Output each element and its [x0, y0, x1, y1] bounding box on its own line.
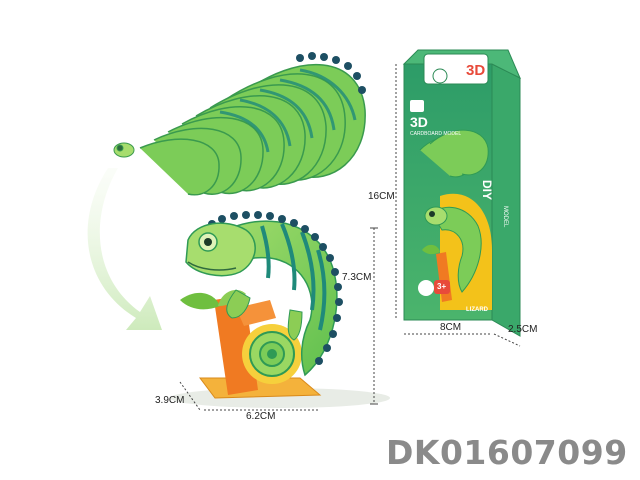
box-title: 3D [410, 114, 428, 130]
box-logo: 3D [466, 62, 486, 79]
model-height-label: 7.3CM [342, 272, 372, 283]
assembled-chameleon [180, 211, 343, 399]
box-age-badge: 3+ [437, 282, 447, 291]
model-dimension-lines [179, 227, 378, 411]
assembly-arrow [87, 168, 162, 330]
product-code: DK01607099 [386, 433, 628, 472]
box-height-label: 16CM [368, 191, 395, 202]
box-width-label: 8CM [440, 322, 462, 333]
box-side-title: DIY [480, 180, 494, 201]
box-side-subtitle: MODEL [502, 206, 508, 228]
model-width-label: 6.2CM [246, 411, 276, 422]
box-depth-label: 2.5CM [508, 324, 538, 335]
box-model-name: LIZARD [466, 307, 488, 313]
exploded-puzzle-pieces [113, 52, 366, 196]
box-dimension-lines [395, 64, 521, 347]
model-depth-label: 3.9CM [155, 395, 185, 406]
packaging-box [402, 49, 521, 337]
box-subtitle: CARDBOARD MODEL [410, 131, 462, 137]
